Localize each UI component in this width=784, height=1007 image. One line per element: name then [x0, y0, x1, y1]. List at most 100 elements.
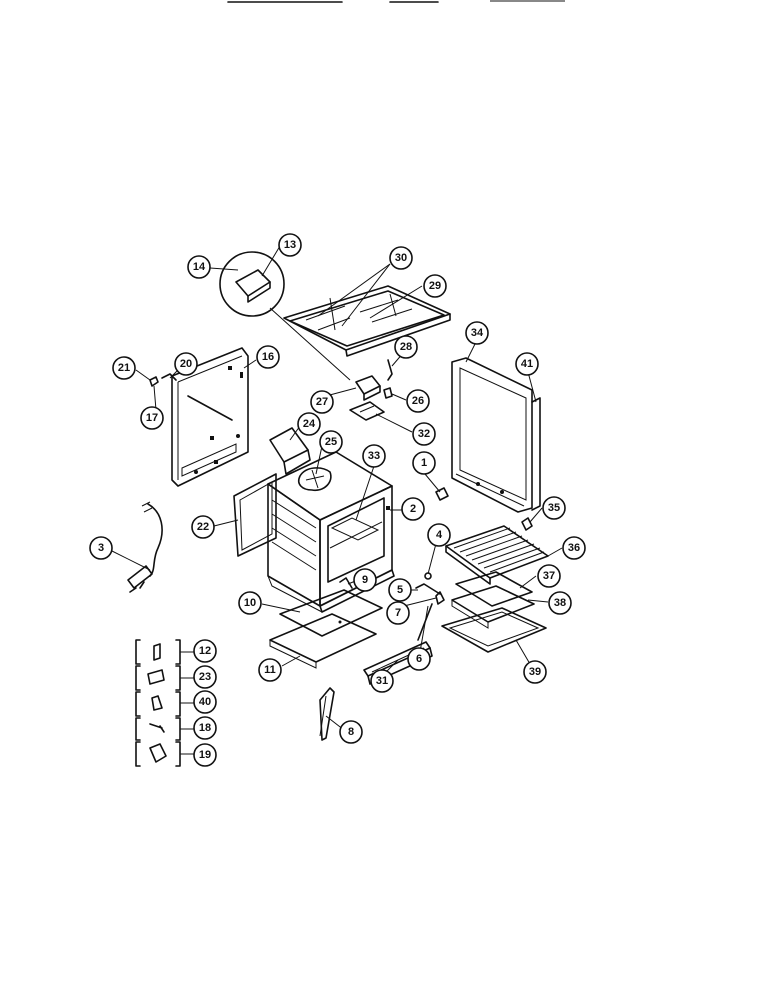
callout-18-label: 18 [199, 722, 211, 734]
callout-26: 26 [406, 389, 430, 413]
callout-39: 39 [523, 660, 547, 684]
detail-magnifier [219, 251, 351, 381]
callout-31-label: 31 [376, 675, 388, 687]
hinge-parts [415, 572, 445, 641]
callout-38-label: 38 [554, 597, 566, 609]
callout-4: 4 [427, 523, 451, 547]
callout-40-label: 40 [199, 696, 211, 708]
callout-40: 40 [193, 690, 217, 714]
callout-38: 38 [548, 591, 572, 615]
drawer-bottom-part [269, 589, 383, 669]
callout-9: 9 [353, 568, 377, 592]
callout-41-label: 41 [521, 358, 533, 370]
callout-8-label: 8 [348, 726, 354, 738]
callout-10-label: 10 [244, 597, 256, 609]
door-panel-part [451, 357, 541, 513]
callout-35: 35 [542, 496, 566, 520]
callout-35-label: 35 [548, 502, 560, 514]
callout-39-label: 39 [529, 666, 541, 678]
side-panel-part [233, 473, 277, 557]
callout-22: 22 [191, 515, 215, 539]
oven-rack-part [445, 525, 549, 585]
callout-22-label: 22 [197, 521, 209, 533]
callout-37-label: 37 [543, 570, 555, 582]
callout-21: 21 [112, 356, 136, 380]
callout-20-label: 20 [180, 358, 192, 370]
callout-19-label: 19 [199, 749, 211, 761]
clip-parts [149, 373, 177, 387]
callout-41: 41 [515, 352, 539, 376]
callout-34-label: 34 [471, 327, 484, 339]
callout-20: 20 [174, 352, 198, 376]
callout-2: 2 [401, 497, 425, 521]
callout-18: 18 [193, 716, 217, 740]
callout-17-label: 17 [146, 412, 158, 424]
callout-11: 11 [258, 658, 282, 682]
callout-24-label: 24 [303, 418, 316, 430]
callout-6-label: 6 [416, 653, 422, 665]
callout-29: 29 [423, 274, 447, 298]
callout-3-label: 3 [98, 542, 104, 554]
callout-25: 25 [319, 430, 343, 454]
callout-16-label: 16 [262, 351, 274, 363]
callout-10: 10 [238, 591, 262, 615]
callout-26-label: 26 [412, 395, 424, 407]
callout-3: 3 [89, 536, 113, 560]
bracket-9-part [339, 577, 353, 589]
callout-30: 30 [389, 246, 413, 270]
callout-8: 8 [339, 720, 363, 744]
callout-7: 7 [386, 601, 410, 625]
callout-27-label: 27 [316, 396, 328, 408]
callout-6: 6 [407, 647, 431, 671]
callout-28-label: 28 [400, 341, 412, 353]
callout-33-label: 33 [368, 450, 380, 462]
callout-2-label: 2 [410, 503, 416, 515]
callout-12: 12 [193, 639, 217, 663]
leader-lines [109, 245, 563, 731]
callout-30-label: 30 [395, 252, 407, 264]
power-cord-part [127, 501, 163, 593]
broiler-pan-part [441, 571, 547, 653]
callout-32: 32 [412, 422, 436, 446]
callout-24: 24 [297, 412, 321, 436]
burner-valve-parts [349, 359, 393, 421]
callout-29-label: 29 [429, 280, 441, 292]
callout-27: 27 [310, 390, 334, 414]
callout-23-label: 23 [199, 671, 211, 683]
back-panel-part [171, 347, 249, 487]
header-remnant [227, 0, 565, 3]
callout-16: 16 [256, 345, 280, 369]
callout-5: 5 [388, 578, 412, 602]
callout-12-label: 12 [199, 645, 211, 657]
burner-box-part [269, 427, 332, 492]
callout-28: 28 [394, 335, 418, 359]
callout-37: 37 [537, 564, 561, 588]
callout-14-label: 14 [193, 261, 206, 273]
callout-34: 34 [465, 321, 489, 345]
callout-5-label: 5 [397, 584, 403, 596]
callout-31: 31 [370, 669, 394, 693]
callout-11-label: 11 [264, 664, 276, 676]
small-bracket-part [435, 487, 449, 501]
callout-33: 33 [362, 444, 386, 468]
door-clip-part [521, 517, 533, 531]
callout-4-label: 4 [436, 529, 443, 541]
callout-36: 36 [562, 536, 586, 560]
callout-1: 1 [412, 451, 436, 475]
callout-19: 19 [193, 743, 217, 767]
callout-32-label: 32 [418, 428, 430, 440]
callout-13: 13 [278, 233, 302, 257]
hardware-bracket [135, 639, 194, 767]
callout-1-label: 1 [421, 457, 427, 469]
callout-36-label: 36 [568, 542, 580, 554]
callout-23: 23 [193, 665, 217, 689]
callout-7-label: 7 [395, 607, 401, 619]
callout-21-label: 21 [118, 362, 130, 374]
cooktop-part [283, 285, 451, 357]
callout-17: 17 [140, 406, 164, 430]
callout-14: 14 [187, 255, 211, 279]
leveling-legs-part [319, 687, 335, 741]
callout-9-label: 9 [362, 574, 368, 586]
callout-13-label: 13 [284, 239, 296, 251]
